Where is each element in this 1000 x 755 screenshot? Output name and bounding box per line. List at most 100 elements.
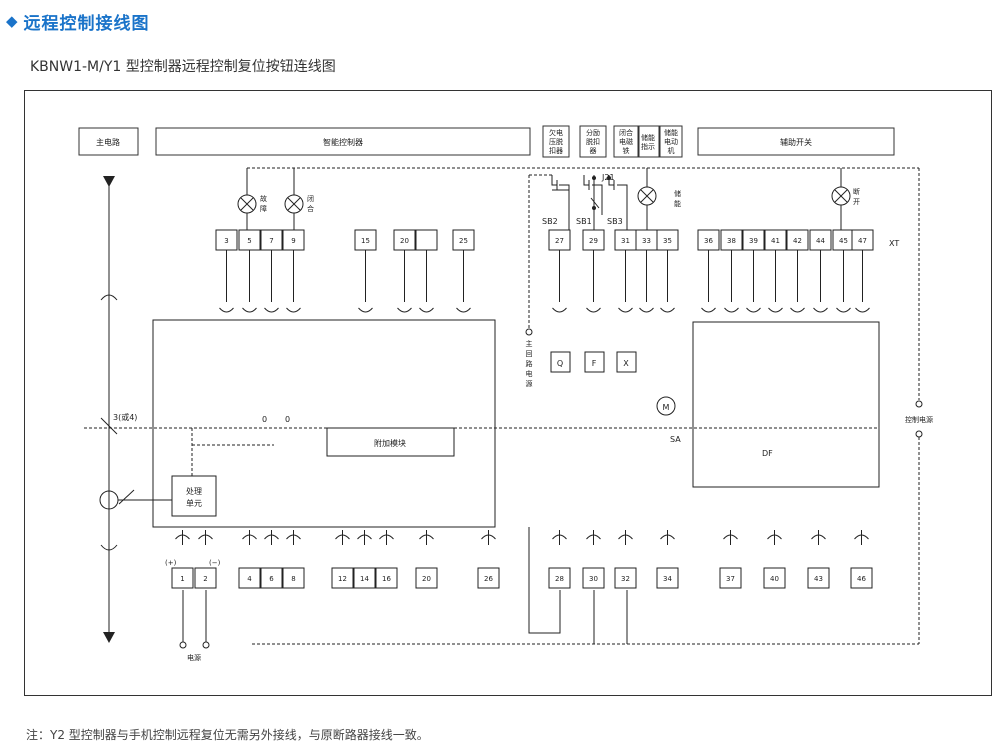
top-terminal-label: 39 bbox=[749, 237, 758, 245]
main-circuit-contacts bbox=[99, 294, 135, 551]
bottom-terminal-label: 6 bbox=[269, 575, 274, 583]
wiring-diagram: 主电路 智能控制器 欠电 压脱 扣器 分励 脱扣 器 闭合 电磁 铁 储能 指示… bbox=[24, 90, 992, 696]
top-terminal-box bbox=[354, 229, 377, 251]
sa-label: SA bbox=[670, 435, 681, 444]
bottom-terminal-box bbox=[656, 567, 679, 589]
top-terminal-box bbox=[656, 229, 679, 251]
bottom-terminal-label: 34 bbox=[663, 575, 672, 583]
storage-motor-box bbox=[659, 125, 683, 158]
top-terminal-label: 31 bbox=[621, 237, 630, 245]
bottom-terminal-label: 8 bbox=[291, 575, 295, 583]
top-terminal-box bbox=[393, 229, 416, 251]
undervoltage-label-3: 扣器 bbox=[549, 146, 563, 155]
bottom-terminal-label: 4 bbox=[247, 575, 252, 583]
polarity-minus: (−) bbox=[209, 559, 221, 567]
fault-lamp-label-1: 故 bbox=[260, 194, 267, 203]
footnote: 注：Y2 型控制器与手机控制远程复位无需另外接线，与原断路器接线一致。 bbox=[26, 728, 429, 742]
coil-q-label: Q bbox=[557, 359, 563, 368]
bottom-terminal-box bbox=[282, 567, 305, 589]
closing-label-1: 闭合 bbox=[619, 128, 633, 137]
bottom-terminal-box bbox=[807, 567, 830, 589]
storage-indicator-label-1: 储能 bbox=[641, 133, 655, 142]
bottom-terminal-label: 12 bbox=[338, 575, 347, 583]
top-terminal-label: 29 bbox=[589, 237, 598, 245]
df-label: DF bbox=[762, 449, 773, 458]
open-lamp-label-2: 开 bbox=[853, 198, 860, 206]
polarity-plus: (+) bbox=[165, 559, 177, 567]
top-terminal-box bbox=[548, 229, 571, 251]
bottom-terminal-label: 26 bbox=[484, 575, 493, 583]
top-arrow-icon bbox=[103, 176, 115, 187]
main-power-label-5: 源 bbox=[526, 379, 533, 388]
bottom-terminal-box bbox=[582, 567, 605, 589]
undervoltage-label-2: 压脱 bbox=[549, 137, 563, 146]
top-terminal-label: 42 bbox=[793, 237, 802, 245]
top-terminal-label: 5 bbox=[247, 237, 251, 245]
processing-unit-label-1: 处理 bbox=[186, 486, 202, 496]
j21-label: J21 bbox=[601, 173, 615, 182]
bottom-terminal-box bbox=[238, 567, 261, 589]
bottom-terminal-label: 30 bbox=[589, 575, 598, 583]
processing-unit-box bbox=[171, 475, 217, 517]
top-terminal-box bbox=[809, 229, 832, 251]
bottom-terminal-label: 40 bbox=[770, 575, 779, 583]
addon-module-box bbox=[326, 427, 455, 457]
sb3-label: SB3 bbox=[607, 217, 623, 226]
storage-lamp-label-2: 能 bbox=[674, 199, 681, 208]
top-terminal-label: 36 bbox=[704, 237, 713, 245]
bottom-terminal-label: 1 bbox=[180, 575, 184, 583]
smart-controller-label: 智能控制器 bbox=[323, 137, 363, 147]
storage-motor-label-3: 机 bbox=[668, 146, 675, 155]
top-terminal-box bbox=[238, 229, 261, 251]
closing-box bbox=[613, 125, 640, 158]
controller-body bbox=[152, 319, 496, 528]
bottom-terminal-label: 37 bbox=[726, 575, 735, 583]
top-terminal-label: 20 bbox=[400, 237, 409, 245]
top-terminal-label: 9 bbox=[291, 237, 295, 245]
bottom-arrow-icon bbox=[103, 632, 115, 643]
fault-lamp-label-2: 障 bbox=[260, 204, 267, 213]
bottom-terminal-box bbox=[375, 567, 398, 589]
top-terminal-box bbox=[415, 229, 438, 251]
bottom-terminal-label: 2 bbox=[203, 575, 207, 583]
bottom-terminal-box bbox=[415, 567, 438, 589]
top-terminal-label: 45 bbox=[839, 237, 848, 245]
bottom-terminal-label: 28 bbox=[555, 575, 564, 583]
aux-switch-body bbox=[692, 321, 880, 488]
sb1-label: SB1 bbox=[576, 217, 592, 226]
top-terminal-box bbox=[851, 229, 874, 251]
top-terminal-box bbox=[452, 229, 475, 251]
bottom-terminal-label: 43 bbox=[814, 575, 823, 583]
diagram-subtitle: KBNW1-M/Y1 型控制器远程控制复位按钮连线图 bbox=[30, 59, 336, 75]
shunt-label-2: 脱扣 bbox=[586, 137, 600, 146]
open-lamp-label-1: 断 bbox=[853, 187, 860, 196]
closing-label-2: 电磁 bbox=[619, 137, 633, 146]
shunt-label-1: 分励 bbox=[586, 128, 600, 137]
bottom-terminal-box bbox=[171, 567, 194, 589]
control-power-label: 控制电源 bbox=[905, 415, 933, 424]
smart-controller-box bbox=[155, 127, 531, 156]
storage-indicator-label-2: 指示 bbox=[641, 142, 655, 151]
diamond-icon: ◆ bbox=[6, 11, 18, 30]
bottom-terminal-box bbox=[194, 567, 217, 589]
top-terminal-box bbox=[260, 229, 283, 251]
motor-icon bbox=[656, 396, 676, 416]
xt-label: XT bbox=[889, 239, 899, 248]
top-terminal-box bbox=[215, 229, 238, 251]
bottom-terminal-box bbox=[719, 567, 742, 589]
top-terminal-label: 27 bbox=[555, 237, 564, 245]
top-terminal-label: 7 bbox=[269, 237, 273, 245]
top-terminal-label: 3 bbox=[224, 237, 228, 245]
coil-x-label: X bbox=[623, 359, 629, 368]
shunt-label-3: 器 bbox=[590, 147, 597, 155]
top-terminal-label: 41 bbox=[771, 237, 780, 245]
undervoltage-box bbox=[542, 125, 570, 158]
main-power-label-2: 回 bbox=[526, 350, 533, 358]
bottom-terminal-box bbox=[331, 567, 354, 589]
motor-label: M bbox=[663, 403, 670, 412]
top-terminal-label: 15 bbox=[361, 237, 370, 245]
coil-x bbox=[616, 351, 637, 373]
top-terminal-box bbox=[764, 229, 787, 251]
